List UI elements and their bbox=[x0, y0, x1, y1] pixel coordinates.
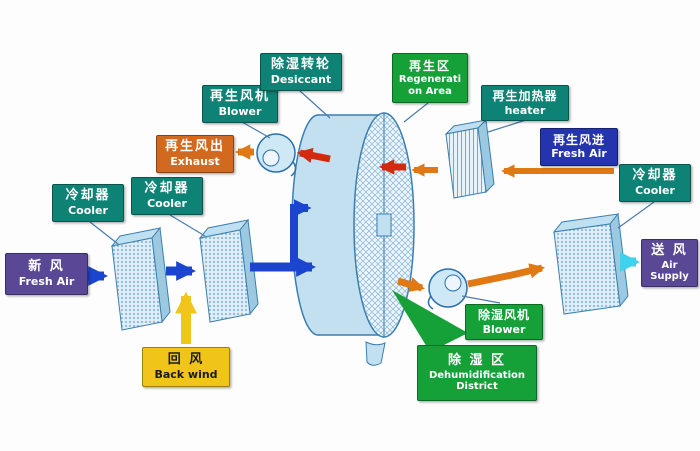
label-cooler-2-zh: 冷却器 bbox=[144, 181, 190, 197]
label-fresh-air-left-zh: 新 风 bbox=[28, 259, 65, 275]
cooler-box-1 bbox=[110, 226, 171, 331]
label-exhaust-zh: 再生风出 bbox=[164, 139, 225, 154]
label-cooler-2: 冷却器 Cooler bbox=[131, 177, 203, 215]
label-dehum-district: 除 湿 区 Dehumidification District bbox=[417, 345, 537, 401]
arrow-wheel-to-dehumfan bbox=[397, 277, 425, 292]
cooler-box-3 bbox=[552, 212, 629, 315]
cooler-box-2-face bbox=[199, 229, 251, 323]
label-heater-zh: 再生加热器 bbox=[492, 89, 558, 103]
label-cooler-1-en: Cooler bbox=[68, 204, 108, 218]
label-cooler-1-zh: 冷却器 bbox=[65, 188, 111, 204]
label-desiccant-en: Desiccant bbox=[270, 73, 332, 87]
label-desiccant: 除湿转轮 Desiccant bbox=[260, 53, 342, 91]
wheel-hub bbox=[376, 213, 392, 237]
label-regen-fresh-air-en: Fresh Air bbox=[551, 147, 607, 161]
label-fresh-air-left: 新 风 Fresh Air bbox=[5, 253, 88, 295]
label-air-supply-en: Air Supply bbox=[650, 259, 689, 283]
label-cooler-3-en: Cooler bbox=[635, 184, 675, 198]
heater-box bbox=[444, 118, 495, 199]
label-dehum-district-en1: Dehumidification bbox=[428, 369, 526, 381]
arrow-cooler2-to-wheel-high bbox=[290, 199, 312, 267]
wheel-drive-ribbon bbox=[365, 341, 386, 366]
label-dehum-blower-en: Blower bbox=[482, 322, 526, 336]
label-heater-en: heater bbox=[504, 103, 546, 117]
label-exhaust-en: Exhaust bbox=[170, 154, 220, 168]
label-back-wind-en: Back wind bbox=[154, 368, 218, 382]
heater-box-face bbox=[445, 127, 487, 199]
label-pointer-lines bbox=[89, 90, 655, 304]
label-regeneration-area: 再生区 Regenerati on Area bbox=[392, 53, 468, 103]
cooler-box-3-face bbox=[553, 223, 621, 315]
dehum-district-pointer-wedge bbox=[392, 290, 468, 352]
regen-fan bbox=[256, 133, 297, 177]
arrow-dehumfan-to-cooler3 bbox=[467, 263, 545, 288]
label-regeneration-area-en1: Regenerati bbox=[398, 74, 462, 86]
label-dehum-district-zh: 除 湿 区 bbox=[447, 353, 507, 369]
label-desiccant-zh: 除湿转轮 bbox=[270, 57, 331, 73]
cooler-box-1-face bbox=[111, 237, 163, 331]
label-cooler-3: 冷却器 Cooler bbox=[619, 164, 691, 202]
label-heater: 再生加热器 heater bbox=[481, 85, 569, 122]
desiccant-wheel bbox=[291, 112, 415, 366]
label-cooler-2-en: Cooler bbox=[147, 197, 187, 211]
arrow-wheel-to-regenfan bbox=[296, 147, 331, 163]
label-regen-blower-zh: 再生风机 bbox=[209, 89, 270, 105]
label-back-wind: 回 风 Back wind bbox=[142, 347, 230, 387]
label-dehum-district-en2: District bbox=[456, 381, 498, 393]
label-fresh-air-left-en: Fresh Air bbox=[18, 275, 75, 289]
label-regen-blower-en: Blower bbox=[218, 105, 262, 119]
label-regen-fresh-air: 再生风进 Fresh Air bbox=[540, 128, 618, 166]
label-air-supply: 送 风 Air Supply bbox=[641, 239, 698, 287]
label-regeneration-area-zh: 再生区 bbox=[408, 58, 451, 73]
label-regen-fresh-air-zh: 再生风进 bbox=[552, 132, 605, 147]
cooler-box-2 bbox=[198, 218, 259, 323]
regen-fan-inlet bbox=[262, 149, 280, 167]
dehum-fan bbox=[427, 268, 468, 310]
dehum-fan-inlet bbox=[444, 274, 462, 292]
regen-fan-outlet bbox=[290, 161, 297, 177]
label-dehum-blower-zh: 除湿风机 bbox=[477, 308, 530, 322]
label-dehum-blower: 除湿风机 Blower bbox=[465, 304, 543, 341]
wheel-body-edges bbox=[318, 114, 384, 336]
label-back-wind-zh: 回 风 bbox=[167, 352, 205, 368]
dehum-fan-outlet bbox=[427, 295, 434, 310]
label-regen-blower: 再生风机 Blower bbox=[202, 85, 278, 123]
label-cooler-3-zh: 冷却器 bbox=[632, 168, 678, 184]
label-exhaust: 再生风出 Exhaust bbox=[156, 135, 234, 173]
label-cooler-1: 冷却器 Cooler bbox=[52, 184, 124, 222]
label-air-supply-zh: 送 风 bbox=[651, 243, 688, 258]
label-regeneration-area-en2: on Area bbox=[408, 85, 452, 97]
